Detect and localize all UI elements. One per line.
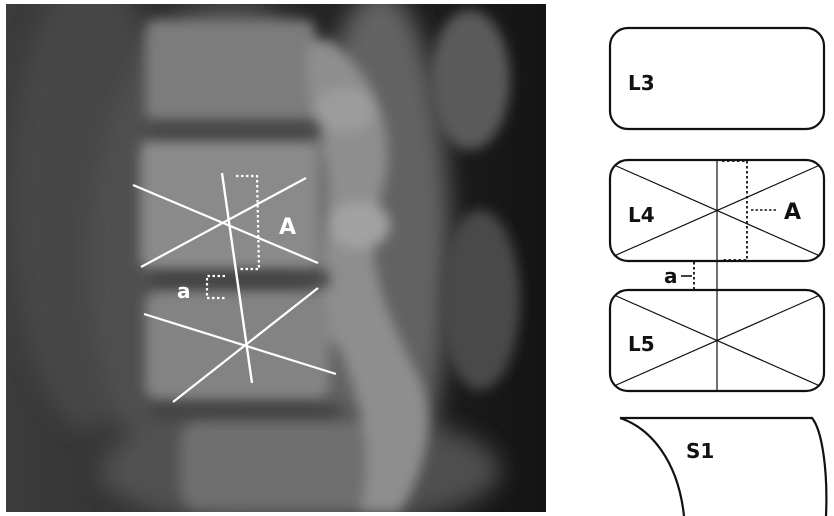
label-l3: L3 [628, 71, 655, 95]
xray-label-A: A [279, 215, 296, 240]
label-l5: L5 [628, 332, 655, 356]
diagram-dotted-bracket-A [722, 161, 747, 260]
label-l4: L4 [628, 203, 655, 227]
label-s1: S1 [686, 439, 714, 463]
diagram-label-A: A [784, 200, 801, 225]
vertebra-s1 [620, 418, 826, 516]
xray-label-a: a [177, 279, 191, 303]
xray-panel: A a [6, 0, 546, 516]
diagram-label-a: a [664, 264, 678, 288]
